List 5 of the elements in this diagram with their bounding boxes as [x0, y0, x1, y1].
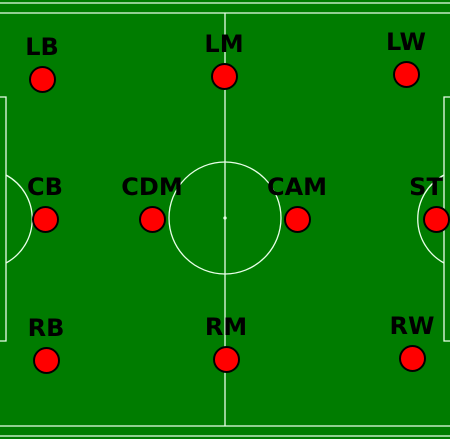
position-label: RB [28, 313, 64, 343]
position-label: CB [27, 172, 63, 202]
position-label: LW [386, 27, 426, 57]
position-label: LB [25, 32, 59, 62]
position-label: RW [390, 311, 434, 341]
